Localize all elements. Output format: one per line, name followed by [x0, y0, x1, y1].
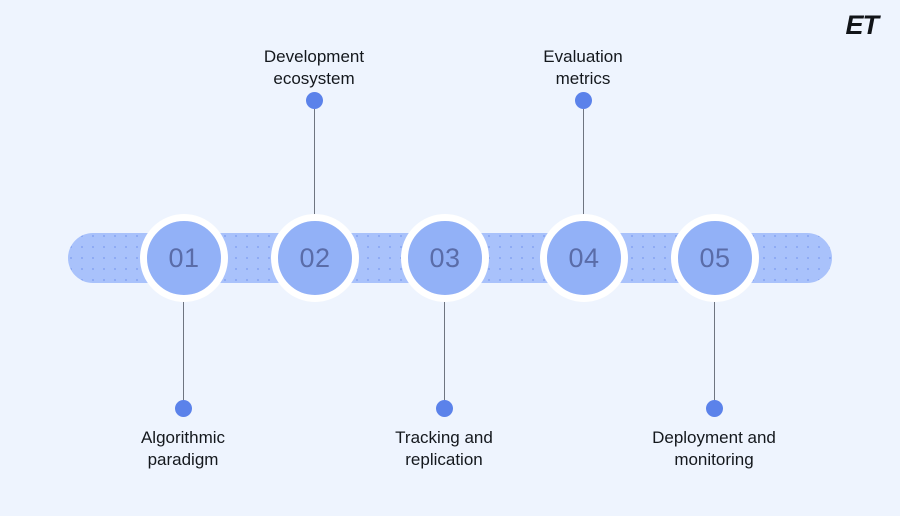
connector-line-01 [183, 292, 184, 407]
connector-line-02 [314, 109, 315, 224]
connector-dot-03 [436, 400, 453, 417]
step-label-05: Deployment and monitoring [652, 428, 776, 469]
et-logo: ET [845, 10, 879, 40]
step-label-03: Tracking and replication [395, 428, 493, 469]
step-circle-04[interactable]: 04 [540, 214, 628, 302]
step-label-02: Development ecosystem [263, 47, 365, 88]
step-number-05: 05 [699, 242, 731, 273]
connector-line-03 [444, 292, 445, 407]
step-number-04: 04 [568, 242, 600, 273]
step-label-04: Evaluation metrics [543, 47, 623, 88]
connector-dot-04 [575, 92, 592, 109]
step-circle-05[interactable]: 05 [671, 214, 759, 302]
connector-line-05 [714, 292, 715, 407]
step-number-02: 02 [299, 242, 331, 273]
step-circle-02[interactable]: 02 [271, 214, 359, 302]
connector-line-04 [583, 109, 584, 224]
step-circle-01[interactable]: 01 [140, 214, 228, 302]
step-label-01: Algorithmic paradigm [140, 428, 226, 469]
step-number-03: 03 [429, 242, 461, 273]
step-number-01: 01 [168, 242, 200, 273]
step-circle-03[interactable]: 03 [401, 214, 489, 302]
connector-dot-02 [306, 92, 323, 109]
connector-dot-01 [175, 400, 192, 417]
connector-dot-05 [706, 400, 723, 417]
